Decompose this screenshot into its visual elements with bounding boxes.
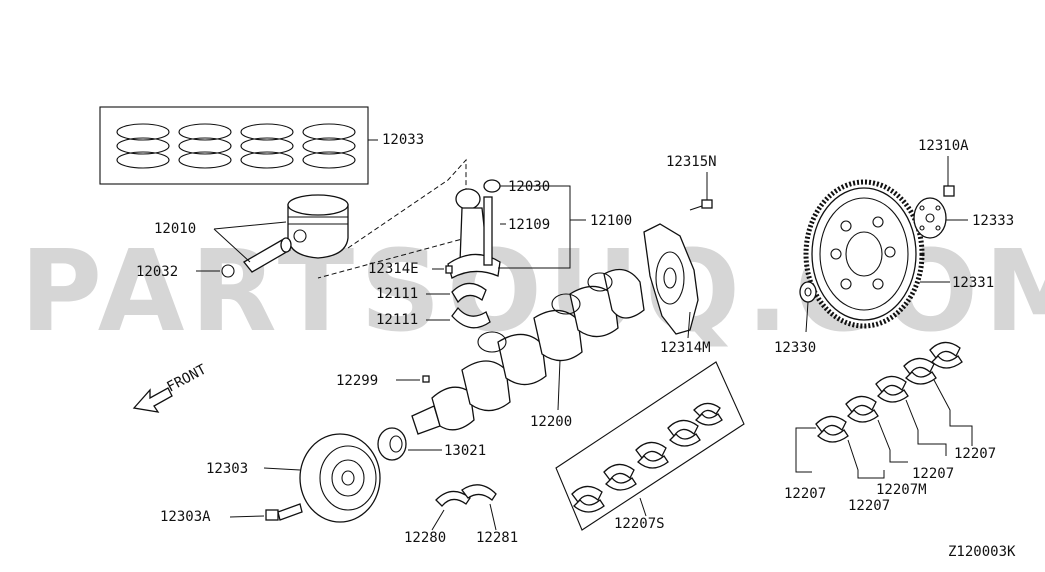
label-12100[interactable]: 12100 xyxy=(590,213,632,229)
label-12303[interactable]: 12303 xyxy=(206,461,248,477)
label-12200[interactable]: 12200 xyxy=(530,414,572,430)
pilot-bushing[interactable] xyxy=(799,281,817,303)
label-12299[interactable]: 12299 xyxy=(336,373,378,389)
label-12032[interactable]: 12032 xyxy=(136,264,178,280)
thrust-washer-12280[interactable] xyxy=(435,490,471,507)
label-12280[interactable]: 12280 xyxy=(404,530,446,546)
label-12207-d[interactable]: 12207 xyxy=(954,446,996,462)
main-bearing-1[interactable] xyxy=(815,415,849,443)
pulley-bolt[interactable] xyxy=(265,503,303,521)
piston[interactable] xyxy=(287,194,349,259)
label-12333[interactable]: 12333 xyxy=(972,213,1014,229)
label-12111-upper[interactable]: 12111 xyxy=(376,286,418,302)
label-12207-c[interactable]: 12207 xyxy=(912,466,954,482)
main-bearing-3[interactable] xyxy=(875,375,909,403)
conrod-bearing-upper[interactable] xyxy=(451,282,487,304)
label-12207S[interactable]: 12207S xyxy=(614,516,665,532)
main-bearing-2[interactable] xyxy=(845,395,879,423)
piston-pin[interactable] xyxy=(243,237,292,273)
label-12314M[interactable]: 12314M xyxy=(660,340,711,356)
front-arrow-icon xyxy=(132,387,173,413)
label-12109[interactable]: 12109 xyxy=(508,217,550,233)
label-12310A[interactable]: 12310A xyxy=(918,138,969,154)
conrod-bearing-lower[interactable] xyxy=(451,306,491,329)
label-12315N[interactable]: 12315N xyxy=(666,154,717,170)
label-12281[interactable]: 12281 xyxy=(476,530,518,546)
crankshaft-pulley[interactable] xyxy=(299,433,381,523)
label-12111-lower[interactable]: 12111 xyxy=(376,312,418,328)
piston-ring-set[interactable] xyxy=(99,106,378,185)
label-12207-b[interactable]: 12207 xyxy=(848,498,890,514)
label-12303A[interactable]: 12303A xyxy=(160,509,211,525)
rod-bolt-nut[interactable] xyxy=(445,265,453,274)
label-12207-a[interactable]: 12207 xyxy=(784,486,826,502)
signal-plate-bolt[interactable] xyxy=(689,199,713,211)
label-12207M[interactable]: 12207M xyxy=(876,482,927,498)
front-label: FRONT xyxy=(164,361,209,395)
label-12331[interactable]: 12331 xyxy=(952,275,994,291)
woodruff-key[interactable] xyxy=(422,375,430,383)
crankshaft-sprocket[interactable] xyxy=(377,427,407,461)
flywheel[interactable] xyxy=(803,179,925,329)
thrust-washer-12281[interactable] xyxy=(461,484,497,501)
label-12314E[interactable]: 12314E xyxy=(368,261,419,277)
diagram-code: Z120003K xyxy=(948,544,1016,560)
label-13021[interactable]: 13021 xyxy=(444,443,486,459)
label-12030[interactable]: 12030 xyxy=(508,179,550,195)
main-bearing-set[interactable] xyxy=(555,361,745,531)
crankshaft[interactable] xyxy=(411,268,645,435)
flywheel-bolt[interactable] xyxy=(943,185,955,197)
label-12033[interactable]: 12033 xyxy=(382,132,424,148)
label-12010[interactable]: 12010 xyxy=(154,221,196,237)
signal-plate[interactable] xyxy=(643,223,699,335)
reinforcement-plate[interactable] xyxy=(913,197,947,239)
label-12330[interactable]: 12330 xyxy=(774,340,816,356)
rod-bushing[interactable] xyxy=(483,179,501,193)
connecting-rod[interactable] xyxy=(447,188,501,279)
snap-ring[interactable] xyxy=(221,264,235,278)
main-bearing-5[interactable] xyxy=(929,341,963,369)
main-bearing-4[interactable] xyxy=(903,357,937,385)
